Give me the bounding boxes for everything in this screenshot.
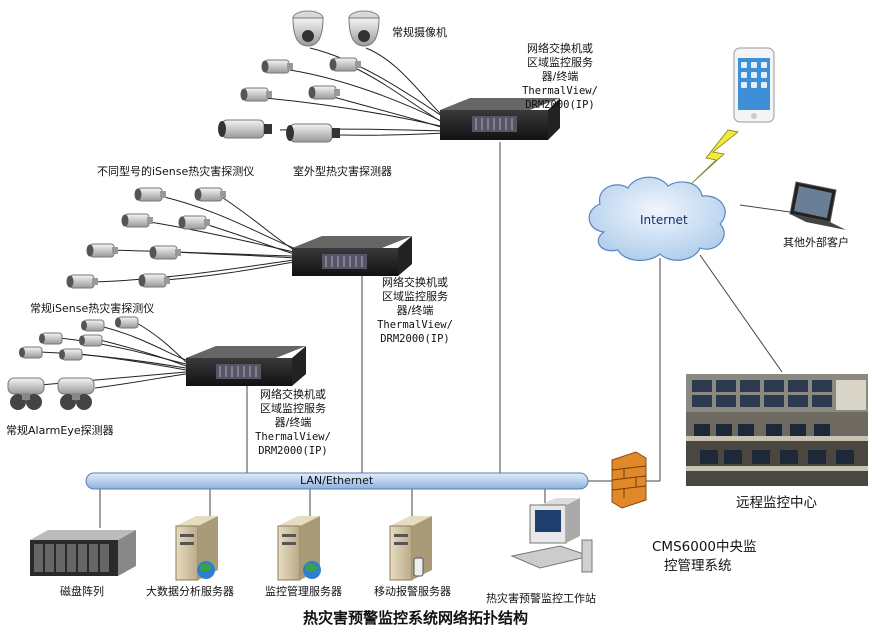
switch-label-line: 器/终端: [274, 416, 312, 429]
isense-detector-icon: [134, 187, 166, 202]
outdoor-detector-label: 室外型热灾害探测器: [293, 165, 392, 178]
lightning-icon: [689, 129, 739, 186]
isense-detector-icon: [86, 243, 118, 258]
laptop-icon: [789, 181, 846, 230]
disk-array-label: 磁盘阵列: [60, 585, 104, 598]
mobile-alarm-server-icon: [389, 516, 432, 581]
isense-detector-icon: [79, 334, 103, 347]
bigdata-server-icon: [175, 516, 218, 581]
switch-label-line: 网络交换机或: [382, 276, 448, 289]
workstation-label: 热灾害预警监控工作站: [486, 592, 596, 605]
disk-array-icon: [30, 530, 136, 576]
switch-label-line: DRM2000(IP): [380, 333, 450, 345]
isense-detector-icon: [149, 245, 181, 260]
firewall-icon: [611, 451, 647, 509]
workstation-icon: [510, 498, 593, 573]
isense-detector-icon: [115, 316, 139, 329]
switch-label-line: ThermalView/: [377, 319, 453, 331]
isense-detector-icon: [138, 273, 170, 288]
switch-icon-lower: [186, 346, 306, 386]
internet-cloud-icon: [588, 176, 726, 261]
alarmeye-detector-icon: [57, 377, 95, 410]
switch-label-line: 器/终端: [396, 304, 434, 317]
monitor-server-label: 监控管理服务器: [265, 585, 342, 598]
camera-cables-middle: [89, 195, 295, 283]
lan-label: LAN/Ethernet: [300, 474, 374, 487]
dome-camera-label: 常规摄像机: [392, 26, 447, 39]
switch-label-line: 网络交换机或: [527, 42, 593, 55]
cms-label-line1: CMS6000中央监: [652, 539, 757, 555]
cms-label-line2: 控管理系统: [664, 558, 732, 574]
switch-label-line: 区域监控服务: [382, 290, 448, 303]
alarmeye-detector-icon: [7, 377, 45, 410]
lan-bar: [85, 472, 589, 490]
switch-label-line: DRM2000(IP): [258, 445, 328, 457]
mobile-server-label: 移动报警服务器: [374, 585, 451, 598]
dome-camera-icon: [292, 10, 324, 47]
remote-center-label: 远程监控中心: [736, 495, 817, 511]
outdoor-detector-icon: [218, 119, 272, 139]
isense-detector-icon: [240, 87, 272, 102]
external-client-label: 其他外部客户: [783, 236, 849, 249]
alarmeye-label: 常规AlarmEye探测器: [6, 424, 114, 437]
isense-standard-label: 常规iSense热灾害探测仪: [30, 302, 155, 315]
switch-label-line: DRM2000(IP): [525, 99, 595, 111]
isense-detector-icon: [66, 274, 98, 289]
isense-detector-icon: [261, 59, 293, 74]
isense-detector-icon: [329, 57, 361, 72]
isense-models-label: 不同型号的iSense热灾害探测仪: [97, 165, 255, 178]
isense-detector-icon: [59, 348, 83, 361]
bigdata-server-label: 大数据分析服务器: [146, 585, 234, 598]
lan-links: [99, 142, 791, 528]
isense-detector-icon: [178, 215, 210, 230]
switch-label-line: 区域监控服务: [527, 56, 593, 69]
isense-detector-icon: [121, 213, 153, 228]
internet-label: Internet: [640, 213, 688, 227]
dome-camera-icon: [348, 10, 380, 47]
isense-detector-icon: [81, 319, 105, 332]
switch-label-line: ThermalView/: [255, 431, 331, 443]
isense-detector-icon: [308, 85, 340, 100]
isense-detector-icon: [19, 346, 43, 359]
switch-label-line: 网络交换机或: [260, 388, 326, 401]
switch-label-lower: 网络交换机或 区域监控服务 器/终端 ThermalView/ DRM2000(…: [233, 388, 353, 458]
monitor-server-icon: [277, 516, 321, 581]
switch-label-line: 器/终端: [541, 70, 579, 83]
switch-label-line: 区域监控服务: [260, 402, 326, 415]
control-room-photo: [686, 374, 868, 486]
smartphone-icon: [733, 47, 775, 123]
switch-label-line: ThermalView/: [522, 85, 598, 97]
isense-detector-icon: [39, 332, 63, 345]
diagram-title: 热灾害预警监控系统网络拓扑结构: [303, 609, 529, 627]
switch-label-middle: 网络交换机或 区域监控服务 器/终端 ThermalView/ DRM2000(…: [355, 276, 475, 346]
switch-label-top: 网络交换机或 区域监控服务 器/终端 ThermalView/ DRM2000(…: [500, 42, 620, 112]
outdoor-detector-icon: [286, 123, 340, 143]
switch-icon-middle: [292, 236, 412, 276]
switch-icon-top: [440, 98, 560, 140]
isense-detector-icon: [194, 187, 226, 202]
